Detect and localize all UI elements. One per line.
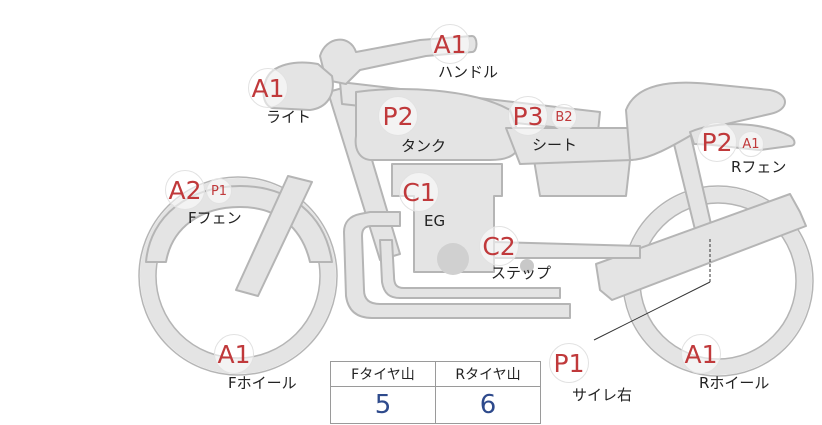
engine-grade-badge: C1 bbox=[399, 172, 439, 212]
rear-tire-header: Rタイヤ山 bbox=[435, 361, 541, 387]
tank-label: タンク bbox=[401, 137, 447, 155]
seat-sub-grade-badge: B2 bbox=[551, 104, 577, 130]
tank-grade-badge: P2 bbox=[378, 96, 418, 136]
front-tire-value: 5 bbox=[330, 386, 436, 424]
front-fork-shape bbox=[235, 175, 313, 297]
engine-label: EG bbox=[424, 212, 446, 230]
rear-fender-grade-badge: P2 bbox=[697, 122, 737, 162]
muffler-right-grade-badge: P1 bbox=[549, 343, 589, 383]
step-label: ステップ bbox=[491, 264, 552, 282]
seat-label: シート bbox=[532, 136, 578, 154]
front-fender-grade-badge: A2 bbox=[165, 170, 205, 210]
rear-wheel-grade-badge: A1 bbox=[681, 334, 721, 374]
handle-grade-badge: A1 bbox=[430, 24, 470, 64]
front-tire-header: Fタイヤ山 bbox=[330, 361, 436, 387]
tire-tread-table: Fタイヤ山 Rタイヤ山 5 6 bbox=[330, 361, 541, 424]
light-grade-badge: A1 bbox=[248, 68, 288, 108]
muffler-shape bbox=[595, 193, 807, 301]
rear-fender-sub-grade-badge: A1 bbox=[738, 131, 764, 157]
seat-grade-badge: P3 bbox=[508, 96, 548, 136]
front-fender-sub-grade-badge: P1 bbox=[206, 178, 232, 204]
handle-label: ハンドル bbox=[438, 63, 499, 81]
rear-tire-value: 6 bbox=[435, 386, 541, 424]
step-grade-badge: C2 bbox=[479, 226, 519, 266]
front-wheel-grade-badge: A1 bbox=[214, 334, 254, 374]
rear-wheel-label: Rホイール bbox=[699, 374, 770, 392]
light-label: ライト bbox=[266, 108, 312, 126]
front-wheel-label: Fホイール bbox=[228, 374, 297, 392]
rear-fender-label: Rフェン bbox=[731, 158, 787, 176]
front-fender-label: Fフェン bbox=[188, 209, 242, 227]
muffler-right-label: サイレ右 bbox=[572, 386, 633, 404]
